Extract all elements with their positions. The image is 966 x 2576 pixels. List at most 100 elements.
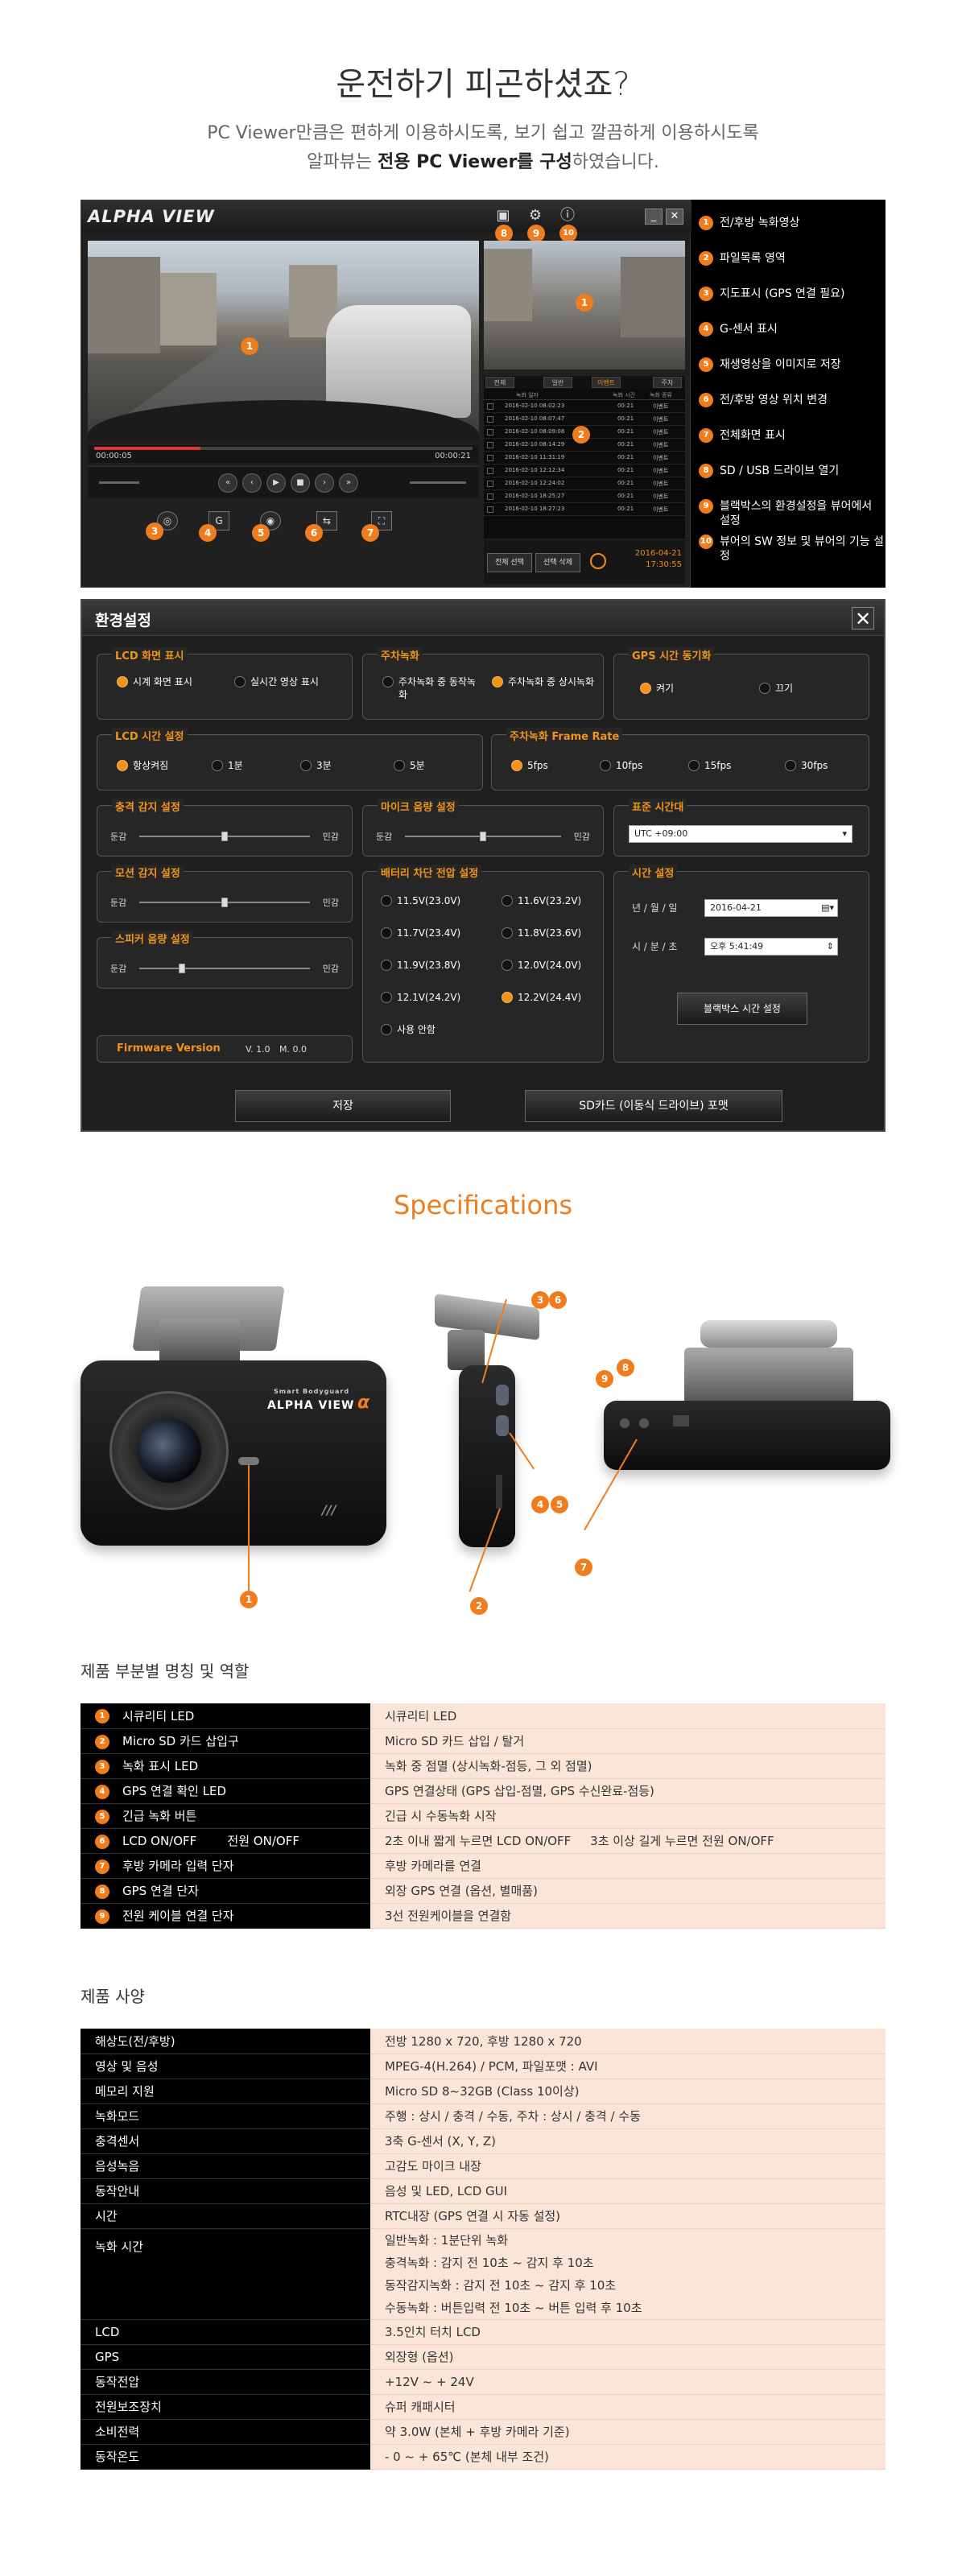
tab-normal[interactable]: 일반	[543, 377, 572, 388]
slider-knob[interactable]	[480, 832, 486, 841]
forward-icon[interactable]: »	[339, 473, 358, 493]
row-checkbox[interactable]	[487, 506, 493, 513]
slider-track[interactable]	[139, 964, 310, 973]
play-icon[interactable]: ▶	[266, 473, 286, 493]
save-button[interactable]: 저장	[235, 1090, 451, 1122]
spinner-icon[interactable]: ⇕	[826, 941, 834, 952]
radio-5fps[interactable]: 5fps	[511, 759, 576, 772]
row-checkbox[interactable]	[487, 442, 493, 448]
row-checkbox[interactable]	[487, 429, 493, 436]
radio-gps-off[interactable]: 끄기	[759, 682, 840, 695]
slider-knob[interactable]	[221, 898, 228, 907]
left-slider[interactable]	[99, 481, 139, 484]
row-checkbox[interactable]	[487, 403, 493, 410]
date-picker[interactable]: 2016-04-21▤▾	[704, 899, 838, 917]
radio-label: 항상켜짐	[133, 760, 169, 771]
set-device-time-button[interactable]: 블랙박스 시간 설정	[677, 993, 807, 1025]
radio-lcd-5min[interactable]: 5분	[394, 759, 458, 772]
mic-slider[interactable]: 둔감 민감	[376, 830, 590, 843]
tab-event[interactable]: 이벤트	[592, 377, 621, 388]
file-tabs: 전체 일반 이벤트 주차	[484, 376, 685, 389]
slider-track[interactable]	[139, 898, 310, 907]
radio-30fps[interactable]: 30fps	[785, 759, 849, 772]
settings-close-button[interactable]: ✕	[852, 607, 874, 630]
row-checkbox[interactable]	[487, 416, 493, 423]
radio-lcd-always[interactable]: 항상켜짐	[117, 759, 197, 772]
spec-key: LCD	[95, 2324, 120, 2339]
radio-battery-option[interactable]: 12.2V(24.4V)	[502, 991, 606, 1004]
slider-knob[interactable]	[221, 832, 228, 841]
info-icon[interactable]: ⓘ	[560, 207, 575, 224]
rewind-icon[interactable]: «	[218, 473, 237, 493]
time-picker[interactable]: 오후 5:41:49⇕	[704, 938, 838, 956]
delete-selected-button[interactable]: 선택 삭제	[535, 553, 580, 572]
radio-battery-option[interactable]: 11.8V(23.6V)	[502, 927, 606, 939]
seek-track[interactable]	[94, 447, 473, 450]
power-button	[496, 1415, 509, 1436]
radio-gps-on[interactable]: 켜기	[640, 682, 720, 695]
swap-view-icon[interactable]: ⇆	[316, 511, 337, 530]
radio-battery-option[interactable]: 12.1V(24.2V)	[381, 991, 485, 1004]
row-checkbox[interactable]	[487, 493, 493, 500]
spec-value-line: 고감도 마이크 내장	[385, 2159, 481, 2174]
tab-parking[interactable]: 주차	[653, 377, 682, 388]
legend-number: 8	[699, 464, 713, 478]
legend-number: 3	[699, 287, 713, 301]
speaker-slider[interactable]: 둔감 민감	[110, 962, 339, 975]
radio-clock-screen[interactable]: 시계 화면 표시	[117, 675, 213, 688]
radio-live-video[interactable]: 실시간 영상 표시	[234, 675, 339, 688]
slider-high-label: 민감	[322, 964, 339, 974]
radio-battery-option[interactable]: 사용 안함	[381, 1023, 485, 1036]
building	[88, 257, 160, 353]
slider-track[interactable]	[405, 832, 561, 841]
radio-battery-option[interactable]: 12.0V(24.0V)	[502, 959, 606, 972]
radio-battery-option[interactable]: 11.6V(23.2V)	[502, 894, 606, 907]
minimize-button[interactable]: _	[645, 208, 663, 225]
radio-parking-continuous[interactable]: 주차녹화 중 상시녹화	[492, 675, 597, 688]
radio-parking-motion[interactable]: 주차녹화 중 동작녹화	[382, 675, 479, 701]
radio-battery-option[interactable]: 11.5V(23.0V)	[381, 894, 485, 907]
building	[621, 257, 685, 337]
row-checkbox[interactable]	[487, 468, 493, 474]
gear-icon[interactable]: ⚙	[528, 207, 543, 224]
stop-icon[interactable]: ■	[291, 473, 310, 493]
select-all-button[interactable]: 전체 선택	[487, 553, 532, 572]
slider-track[interactable]	[139, 832, 310, 841]
tab-all[interactable]: 전체	[485, 377, 514, 388]
close-button[interactable]: ✕	[666, 208, 683, 225]
format-sd-button[interactable]: SD카드 (이동식 드라이브) 포맷	[525, 1090, 782, 1122]
radio-battery-option[interactable]: 11.7V(23.4V)	[381, 927, 485, 939]
radio-10fps[interactable]: 10fps	[600, 759, 664, 772]
sd-drive-icon[interactable]: ▣	[496, 207, 510, 224]
slider-knob[interactable]	[179, 964, 185, 973]
volume-slider[interactable]	[410, 481, 466, 484]
impact-slider[interactable]: 둔감 민감	[110, 830, 339, 843]
motion-slider[interactable]: 둔감 민감	[110, 896, 339, 909]
timezone-select[interactable]: UTC +09:00▾	[629, 825, 852, 843]
calendar-icon[interactable]: ▤▾	[821, 902, 834, 913]
prev-icon[interactable]: ‹	[242, 473, 262, 493]
seek-bar[interactable]: 00:00:05 00:00:21	[88, 445, 479, 463]
camera-capture-icon[interactable]: ◉	[260, 511, 281, 530]
radio-battery-option[interactable]: 11.9V(23.8V)	[381, 959, 485, 972]
radio-lcd-1min[interactable]: 1분	[212, 759, 276, 772]
radio-15fps[interactable]: 15fps	[688, 759, 753, 772]
part-desc-cell: 2초 이내 짧게 누르면 LCD ON/OFF 3초 이상 길게 누르면 전원 …	[370, 1828, 886, 1854]
radio-lcd-3min[interactable]: 3분	[300, 759, 365, 772]
rear-video: 1	[484, 241, 685, 369]
next-icon[interactable]: ›	[315, 473, 334, 493]
spec-value-line: 슈퍼 캐패시터	[385, 2400, 456, 2414]
row-checkbox[interactable]	[487, 481, 493, 487]
row-checkbox[interactable]	[487, 455, 493, 461]
